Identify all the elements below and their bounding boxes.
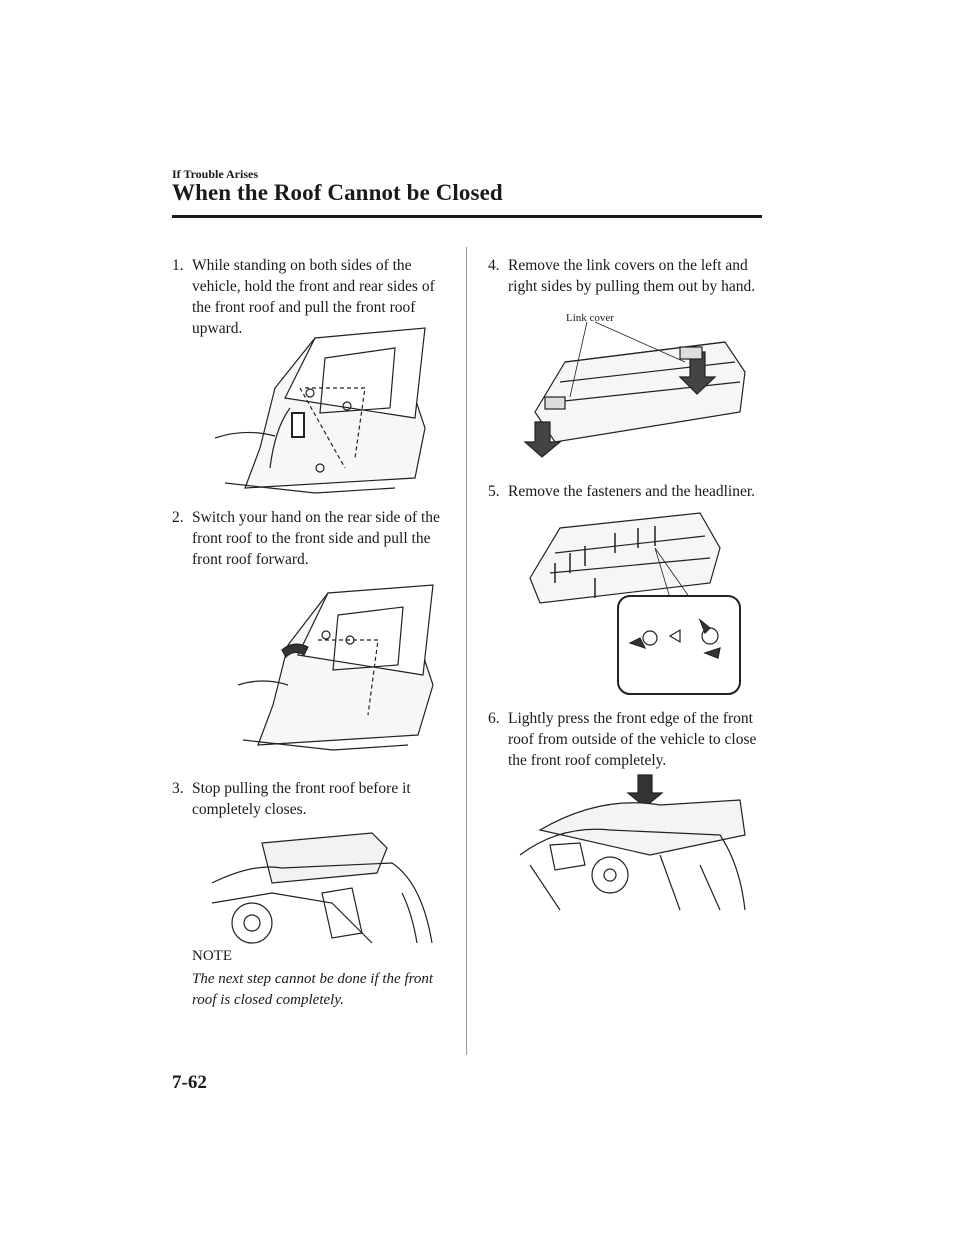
link-cover-label: Link cover bbox=[566, 312, 614, 324]
note-heading: NOTE bbox=[192, 948, 232, 964]
page-number: 7-62 bbox=[172, 1072, 207, 1093]
step-text: Remove the link covers on the left and r… bbox=[508, 257, 756, 295]
figure-roof-nearly-closed bbox=[211, 832, 433, 944]
step-1: 1. While standing on both sides of the v… bbox=[172, 255, 447, 339]
step-number: 2. bbox=[172, 509, 184, 526]
step-text: Switch your hand on the rear side of the… bbox=[192, 509, 440, 568]
figure-pull-roof-upward bbox=[214, 327, 426, 494]
step-number: 3. bbox=[172, 780, 184, 797]
step-number: 5. bbox=[488, 483, 500, 500]
step-text: Lightly press the front edge of the fron… bbox=[508, 710, 757, 769]
page-title: When the Roof Cannot be Closed bbox=[172, 180, 503, 205]
step-2: 2. Switch your hand on the rear side of … bbox=[172, 507, 447, 570]
figure-link-covers bbox=[523, 321, 746, 458]
step-text: Stop pulling the front roof before it co… bbox=[192, 780, 411, 818]
step-text: Remove the fasteners and the headliner. bbox=[508, 483, 756, 500]
title-rule bbox=[172, 215, 762, 218]
step-number: 4. bbox=[488, 257, 500, 274]
step-number: 6. bbox=[488, 710, 500, 727]
note-body: The next step cannot be done if the fron… bbox=[192, 971, 434, 1008]
section-label: If Trouble Arises bbox=[172, 167, 259, 181]
step-number: 1. bbox=[172, 257, 184, 274]
step-6: 6. Lightly press the front edge of the f… bbox=[488, 708, 773, 771]
column-divider bbox=[466, 247, 467, 1055]
step-3: 3. Stop pulling the front roof before it… bbox=[172, 778, 447, 820]
step-5: 5. Remove the fasteners and the headline… bbox=[488, 481, 768, 502]
figure-fasteners bbox=[529, 512, 741, 695]
step-text: While standing on both sides of the vehi… bbox=[192, 257, 435, 337]
step-4: 4. Remove the link covers on the left an… bbox=[488, 255, 768, 297]
figure-pull-roof-forward bbox=[237, 584, 434, 751]
figure-press-roof-closed bbox=[519, 774, 746, 911]
